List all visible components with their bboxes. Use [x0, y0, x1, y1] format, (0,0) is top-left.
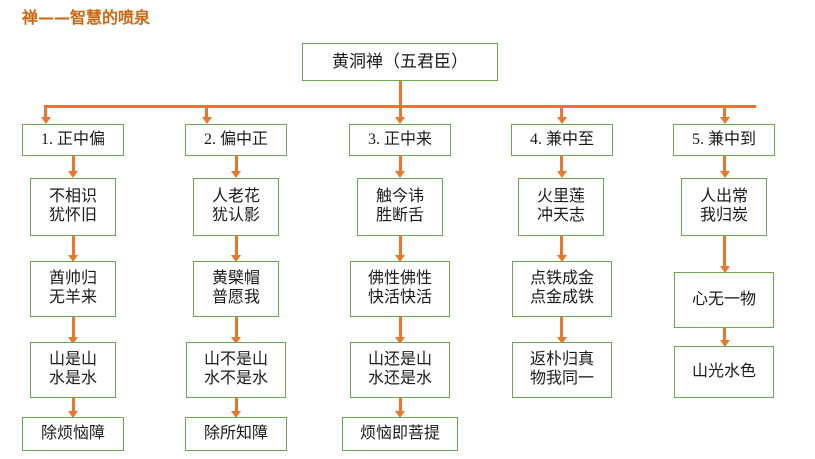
node-col2-row2: 黄檗帽 普愿我 — [193, 261, 279, 317]
node-col2-row3: 山不是山 水不是水 — [186, 342, 286, 398]
connector-drop-col5 — [723, 105, 726, 119]
arrow-col3-2-to-3 — [395, 337, 405, 344]
arrow-col5-h-to-1 — [719, 171, 730, 178]
arrow-col2-3-to-4 — [231, 411, 241, 418]
connector-col1-3-to-4 — [71, 398, 75, 413]
arrow-col2-h-to-1 — [231, 171, 241, 178]
column-header-5: 5. 兼中到 — [673, 124, 775, 156]
connector-col1-h-to-1 — [71, 156, 75, 173]
node-col2-row4: 除所知障 — [185, 417, 287, 451]
arrow-down-col1 — [40, 117, 51, 124]
connector-col3-1-to-2 — [398, 236, 402, 257]
node-col2-row1: 人老花 犹认影 — [193, 178, 279, 236]
root-node: 黄洞禅（五君臣） — [302, 43, 498, 81]
arrow-down-col5 — [719, 117, 730, 124]
connector-col5-2-to-3 — [723, 328, 726, 342]
connector-col4-2-to-3 — [560, 317, 563, 339]
arrow-col1-3-to-4 — [68, 411, 78, 418]
connector-col1-2-to-3 — [71, 317, 75, 339]
arrow-col4-1-to-2 — [556, 255, 567, 262]
arrow-col2-1-to-2 — [231, 255, 241, 262]
arrow-down-col4 — [556, 117, 567, 124]
connector-drop-col1 — [44, 105, 47, 119]
connector-drop-col2 — [205, 105, 208, 119]
connector-col2-h-to-1 — [234, 156, 238, 173]
node-col1-row4: 除烦恼障 — [22, 417, 124, 451]
connector-col3-h-to-1 — [398, 156, 402, 173]
node-col5-row2: 心无一物 — [674, 272, 774, 328]
connector-col5-h-to-1 — [723, 156, 726, 173]
node-col3-row2: 佛性佛性 快活快活 — [350, 261, 450, 317]
arrow-down-col3 — [395, 117, 405, 124]
column-header-1: 1. 正中偏 — [22, 124, 124, 156]
column-header-4: 4. 兼中至 — [511, 124, 613, 156]
connector-col3-3-to-4 — [398, 398, 402, 413]
arrow-col1-1-to-2 — [68, 255, 78, 262]
connector-drop-col3 — [398, 105, 402, 119]
arrow-col4-2-to-3 — [556, 337, 567, 344]
arrow-down-col2 — [201, 117, 212, 124]
arrow-col5-1-to-2 — [719, 266, 730, 273]
node-col5-row1: 人出常 我归炭 — [681, 178, 767, 236]
connector-col4-1-to-2 — [560, 236, 563, 257]
connector-col3-2-to-3 — [398, 317, 402, 339]
arrow-col3-1-to-2 — [395, 255, 405, 262]
arrow-col2-2-to-3 — [231, 337, 241, 344]
connector-col5-1-to-2 — [723, 236, 726, 268]
node-col1-row3: 山是山 水是水 — [30, 342, 116, 398]
connector-col1-1-to-2 — [71, 236, 75, 257]
node-col4-row3: 返朴归真 物我同一 — [512, 342, 612, 398]
connector-col2-3-to-4 — [234, 398, 238, 413]
arrow-col1-h-to-1 — [68, 171, 78, 178]
arrow-col1-2-to-3 — [68, 337, 78, 344]
page-title: 禅——智慧的喷泉 — [22, 8, 151, 27]
node-col1-row1: 不相识 犹怀旧 — [30, 178, 116, 236]
node-col3-row4: 烦恼即菩提 — [342, 417, 458, 451]
connector-drop-col4 — [560, 105, 563, 119]
arrow-col4-h-to-1 — [556, 171, 567, 178]
node-col4-row2: 点铁成金 点金成铁 — [512, 261, 612, 317]
connector-col2-2-to-3 — [234, 317, 238, 339]
node-col3-row1: 触今讳 胜断舌 — [357, 178, 443, 236]
arrow-col5-2-to-3 — [719, 340, 730, 347]
node-col1-row2: 酋帅归 无羊来 — [30, 261, 116, 317]
connector-col4-h-to-1 — [560, 156, 563, 173]
connector-root-stem — [398, 81, 402, 107]
node-col5-row3: 山光水色 — [674, 346, 774, 398]
arrow-col3-3-to-4 — [395, 411, 405, 418]
arrow-col3-h-to-1 — [395, 171, 405, 178]
column-header-2: 2. 偏中正 — [185, 124, 287, 156]
connector-col2-1-to-2 — [234, 236, 238, 257]
column-header-3: 3. 正中来 — [349, 124, 451, 156]
node-col3-row3: 山还是山 水还是水 — [350, 342, 450, 398]
node-col4-row1: 火里莲 冲天志 — [518, 178, 604, 236]
